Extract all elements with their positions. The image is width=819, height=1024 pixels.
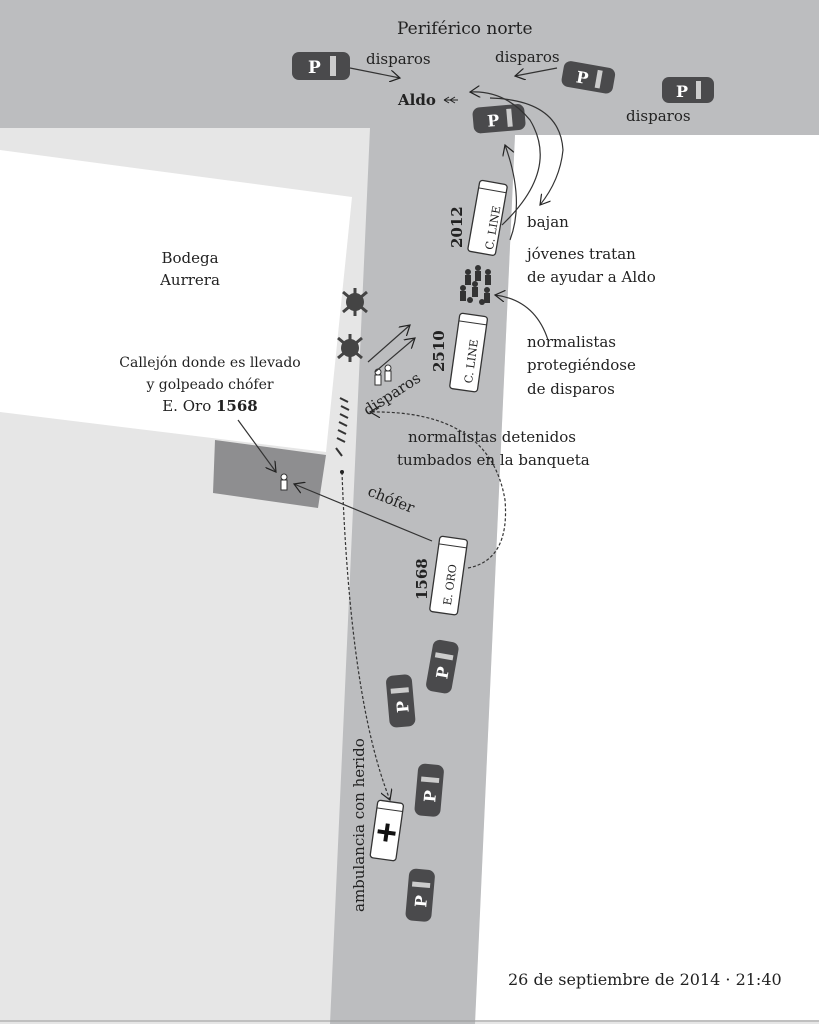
pointer-arrow	[237, 419, 276, 472]
detained-label: tumbados en la banqueta	[397, 451, 590, 469]
bus-2510	[449, 312, 488, 393]
driver-person-icon	[280, 473, 288, 491]
shots-label: disparos	[366, 50, 431, 68]
road-name-label: Periférico norte	[397, 19, 533, 39]
move-arrow	[470, 92, 541, 226]
svg-text:P: P	[432, 665, 453, 680]
alley-label: Callejón donde es llevado	[119, 355, 301, 371]
shot-arrow	[367, 325, 410, 363]
police-car: P	[405, 868, 435, 922]
alley-label: E. Oro 1568	[100, 397, 320, 416]
shots-label: disparos	[495, 48, 560, 66]
ambulance	[369, 799, 405, 862]
place-label-line1: Bodega	[161, 249, 219, 267]
aldo-arrow-icon	[443, 96, 458, 104]
shot-arrow	[374, 338, 415, 373]
ambulance-path-arrow	[341, 471, 390, 800]
alley-label: y golpeado chófer	[146, 377, 274, 393]
place-label-line2: Aurrera	[160, 271, 220, 289]
bus-number-2012: 2012	[448, 206, 466, 248]
police-car: P	[292, 52, 350, 80]
ambulance-label: ambulancia con herido	[350, 738, 368, 912]
bajan-arrow	[489, 97, 564, 205]
police-car: P	[472, 104, 526, 134]
chofer-arrow	[294, 484, 433, 542]
svg-text:P: P	[575, 67, 590, 88]
svg-text:P: P	[420, 790, 440, 804]
detained-label: normalistas detenidos	[408, 428, 576, 446]
bus-1568	[429, 535, 468, 616]
detained-students-icon	[335, 397, 350, 457]
bajan-label: bajan	[527, 213, 569, 231]
help-label: de ayudar a Aldo	[527, 268, 656, 286]
bodega-block	[0, 150, 352, 452]
protect-label: protegiéndose	[527, 356, 636, 374]
tree-icon	[342, 288, 368, 316]
alley-label-bus: E. Oro	[162, 397, 212, 415]
svg-text:P: P	[486, 111, 500, 131]
svg-text:P: P	[308, 58, 321, 78]
east-block	[475, 135, 819, 1020]
path-start-dot	[340, 470, 344, 474]
tree-icon	[337, 334, 363, 362]
bus-number-2510: 2510	[430, 330, 448, 372]
shot-arrow	[349, 67, 400, 78]
move-arrow	[505, 145, 517, 241]
arrows	[237, 67, 564, 800]
shots-label: disparos	[626, 107, 691, 125]
svg-text:P: P	[393, 700, 413, 714]
protect-label: normalistas	[527, 333, 616, 351]
police-car: P	[426, 639, 459, 694]
victim-label: Aldo	[398, 91, 436, 109]
bus-2012	[467, 179, 508, 256]
svg-text:P: P	[411, 895, 431, 909]
help-label: jóvenes tratan	[527, 245, 636, 263]
protect-label: de disparos	[527, 380, 615, 398]
police-car: P	[386, 674, 416, 728]
pointer-arrow	[495, 295, 549, 341]
svg-text:P: P	[676, 82, 688, 101]
shot-arrow	[515, 67, 558, 76]
police-car: P	[561, 61, 616, 94]
date-caption: 26 de septiembre de 2014 · 21:40	[508, 970, 782, 989]
alley-label-number: 1568	[216, 397, 258, 415]
bus-number-1568: 1568	[413, 558, 431, 600]
police-car: P	[414, 763, 444, 817]
crowd-icon	[460, 265, 491, 305]
police-car: P	[662, 77, 714, 103]
